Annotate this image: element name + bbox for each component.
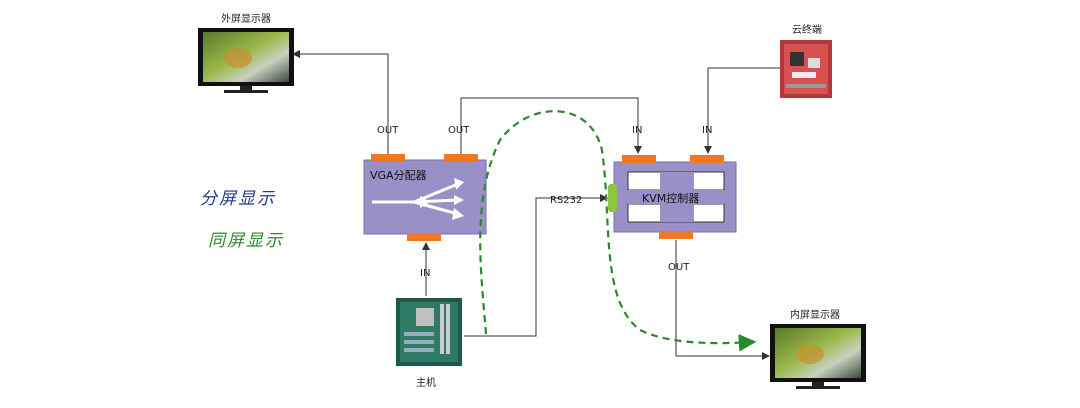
host-motherboard-icon [396, 298, 462, 366]
kvm-rs232-port [608, 184, 617, 212]
splitter-arrowheads-icon [420, 178, 464, 220]
cloud-terminal-label: 云终端 [792, 23, 822, 36]
rs232-label: RS232 [550, 195, 582, 206]
kvm-in-left-label: IN [632, 125, 642, 136]
kvm-in-right-label: IN [702, 125, 712, 136]
vga-out-port-left [371, 154, 405, 162]
kvm-slot-bottom-mask [660, 204, 694, 222]
vga-splitter-label: VGA分配器 [370, 169, 427, 182]
host-label: 主机 [416, 376, 436, 389]
external-monitor-icon [198, 28, 294, 93]
kvm-in-port-right [690, 155, 724, 163]
connector-lines [292, 50, 780, 360]
legend-split-screen: 分屏显示 [200, 189, 276, 209]
cloud-terminal-icon [780, 40, 832, 98]
internal-monitor-icon [770, 324, 866, 389]
kvm-in-port-left [622, 155, 656, 163]
vga-out-right-label: OUT [448, 125, 470, 136]
kvm-label-band [628, 190, 724, 204]
kvm-controller-label: KVM控制器 [642, 191, 699, 205]
kvm-slot-top-mask [660, 172, 694, 190]
vga-out-left-label: OUT [377, 125, 399, 136]
host-in-label: IN [420, 268, 430, 279]
vga-out-port-right [444, 154, 478, 162]
legend-same-screen: 同屏显示 [208, 231, 284, 251]
internal-monitor-label: 内屏显示器 [790, 308, 840, 321]
vga-in-port [407, 233, 441, 241]
kvm-out-label: OUT [668, 262, 690, 273]
same-screen-dashed-path [479, 110, 757, 352]
external-monitor-label: 外屏显示器 [221, 13, 271, 25]
kvm-out-port [659, 231, 693, 239]
